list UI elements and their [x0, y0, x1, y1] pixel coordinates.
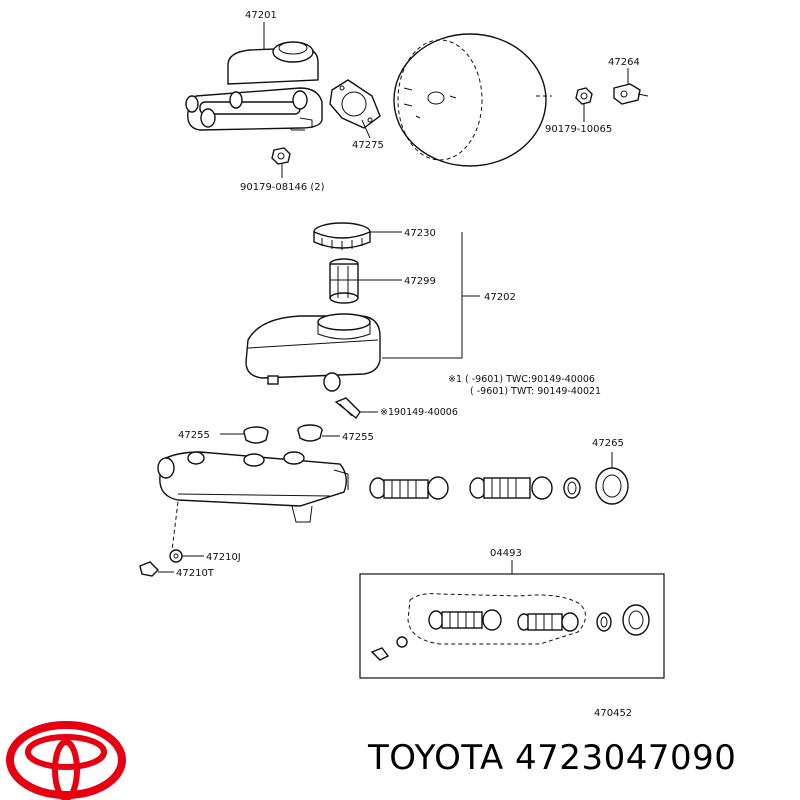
- snap-ring: [563, 477, 581, 499]
- screw-note-1: ※1 ( -9601) TWC:90149-40006: [448, 374, 595, 385]
- brand-name: TOYOTA: [368, 738, 504, 778]
- grommet-right: [297, 424, 323, 442]
- label-47265: 47265: [592, 438, 624, 449]
- reservoir-tank: [245, 313, 381, 392]
- label-47210t: 47210T: [176, 568, 215, 579]
- gasket-plate: [329, 79, 381, 129]
- kit-contents: [370, 593, 650, 661]
- kit-box: [359, 573, 665, 679]
- toyota-logo-icon: [6, 721, 126, 800]
- drawing-number: 470452: [594, 708, 632, 719]
- screw: [334, 397, 361, 420]
- label-47264: 47264: [608, 57, 640, 68]
- reservoir-strainer: [329, 258, 359, 304]
- piston-primary: [469, 476, 553, 500]
- label-47230: 47230: [404, 228, 436, 239]
- label-screw: ※190149-40006: [380, 407, 458, 418]
- label-47299: 47299: [404, 276, 436, 287]
- label-47201: 47201: [245, 10, 277, 21]
- reservoir-cap: [313, 222, 371, 250]
- piston-secondary: [369, 476, 449, 500]
- label-47255-right: 47255: [342, 432, 374, 443]
- brand-caption: TOYOTA 4723047090: [368, 738, 736, 778]
- label-47255-left: 47255: [178, 430, 210, 441]
- part-number: 4723047090: [515, 738, 737, 778]
- label-nut-front: 90179-08146 (2): [240, 182, 325, 193]
- nut-front: [271, 147, 291, 165]
- gasket-j: [169, 549, 183, 563]
- label-47202: 47202: [484, 292, 516, 303]
- label-04493: 04493: [490, 548, 522, 559]
- fitting-clevis: [613, 83, 649, 105]
- label-47210j: 47210J: [206, 552, 241, 563]
- master-cylinder-assembly: [185, 41, 323, 131]
- label-nut-rear: 90179-10065: [545, 124, 612, 135]
- nut-rear: [575, 87, 593, 105]
- plug-t: [139, 561, 159, 577]
- grommet-left: [243, 426, 269, 444]
- brake-booster: [393, 33, 552, 167]
- label-47275: 47275: [352, 140, 384, 151]
- cylinder-seal: [595, 467, 629, 505]
- cylinder-body: [157, 451, 349, 523]
- screw-note-2: ( -9601) TWT: 90149-40021: [470, 386, 601, 397]
